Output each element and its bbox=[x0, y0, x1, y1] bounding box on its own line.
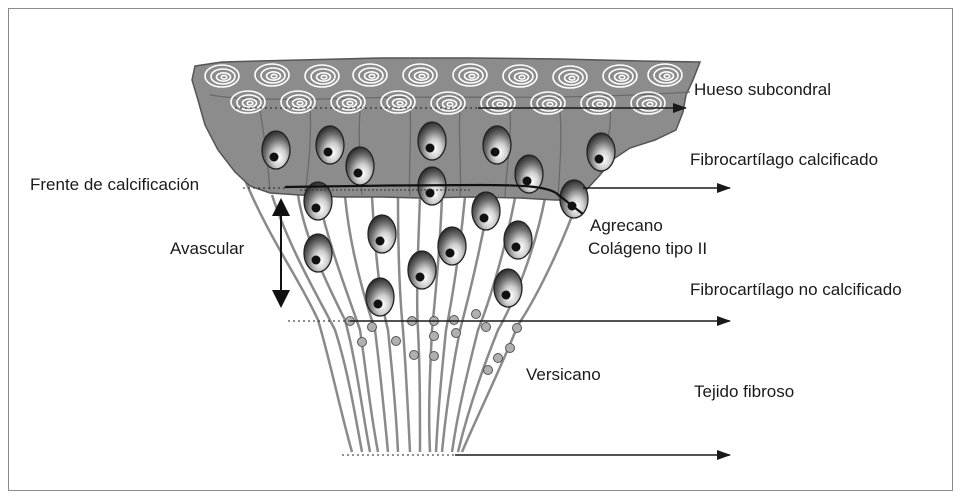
collagen-fiber bbox=[398, 197, 410, 452]
collagen-fiber bbox=[298, 195, 370, 452]
label-frente-calcificacion: Frente de calcificación bbox=[30, 175, 199, 194]
versican-dot bbox=[430, 352, 439, 361]
versican-dot bbox=[450, 316, 459, 325]
versican-dot bbox=[506, 344, 515, 353]
versican-dot bbox=[410, 351, 419, 360]
versican-dot bbox=[358, 338, 367, 347]
chondrocyte-icon bbox=[483, 126, 511, 164]
chondrocyte-icon bbox=[316, 126, 344, 164]
versican-dot bbox=[472, 310, 481, 319]
chondrocyte-icon bbox=[587, 133, 615, 171]
chondrocyte-icon bbox=[418, 122, 446, 160]
chondrocyte-icon bbox=[262, 131, 290, 169]
label-colageno: Colágeno tipo II bbox=[588, 239, 707, 258]
versican-dot bbox=[430, 332, 439, 341]
collagen-fibers bbox=[245, 180, 578, 452]
chondrocyte-icon bbox=[368, 215, 396, 253]
versican-dot bbox=[392, 337, 401, 346]
versican-dot bbox=[482, 323, 491, 332]
versican-dot bbox=[368, 323, 377, 332]
versican-dot bbox=[452, 329, 461, 338]
chondrocyte-icon bbox=[494, 269, 522, 307]
chondrocyte-icon bbox=[408, 251, 436, 289]
chondrocyte-icon bbox=[438, 227, 466, 265]
label-avascular: Avascular bbox=[170, 239, 245, 258]
versican-dot bbox=[484, 366, 493, 375]
label-tejido-fibroso: Tejido fibroso bbox=[694, 382, 794, 401]
chondrocyte-icon bbox=[472, 192, 500, 230]
label-fibrocartilago-calcificado: Fibrocartílago calcificado bbox=[690, 150, 878, 169]
collagen-fiber bbox=[245, 180, 352, 452]
label-versicano: Versicano bbox=[526, 365, 601, 384]
chondrocyte-icon bbox=[366, 278, 394, 316]
label-agrecano: Agrecano bbox=[590, 216, 663, 235]
label-hueso-subcondral: Hueso subcondral bbox=[694, 80, 831, 99]
versican-dot bbox=[513, 324, 522, 333]
collagen-fiber bbox=[417, 197, 420, 452]
double-arrow-icon bbox=[272, 198, 290, 308]
chondrocyte-icon bbox=[304, 234, 332, 272]
versican-dot bbox=[494, 354, 503, 363]
chondrocyte-icon bbox=[504, 221, 532, 259]
chondrocyte-icon bbox=[346, 147, 374, 185]
label-fibrocartilago-no-calcificado: Fibrocartílago no calcificado bbox=[690, 280, 902, 299]
